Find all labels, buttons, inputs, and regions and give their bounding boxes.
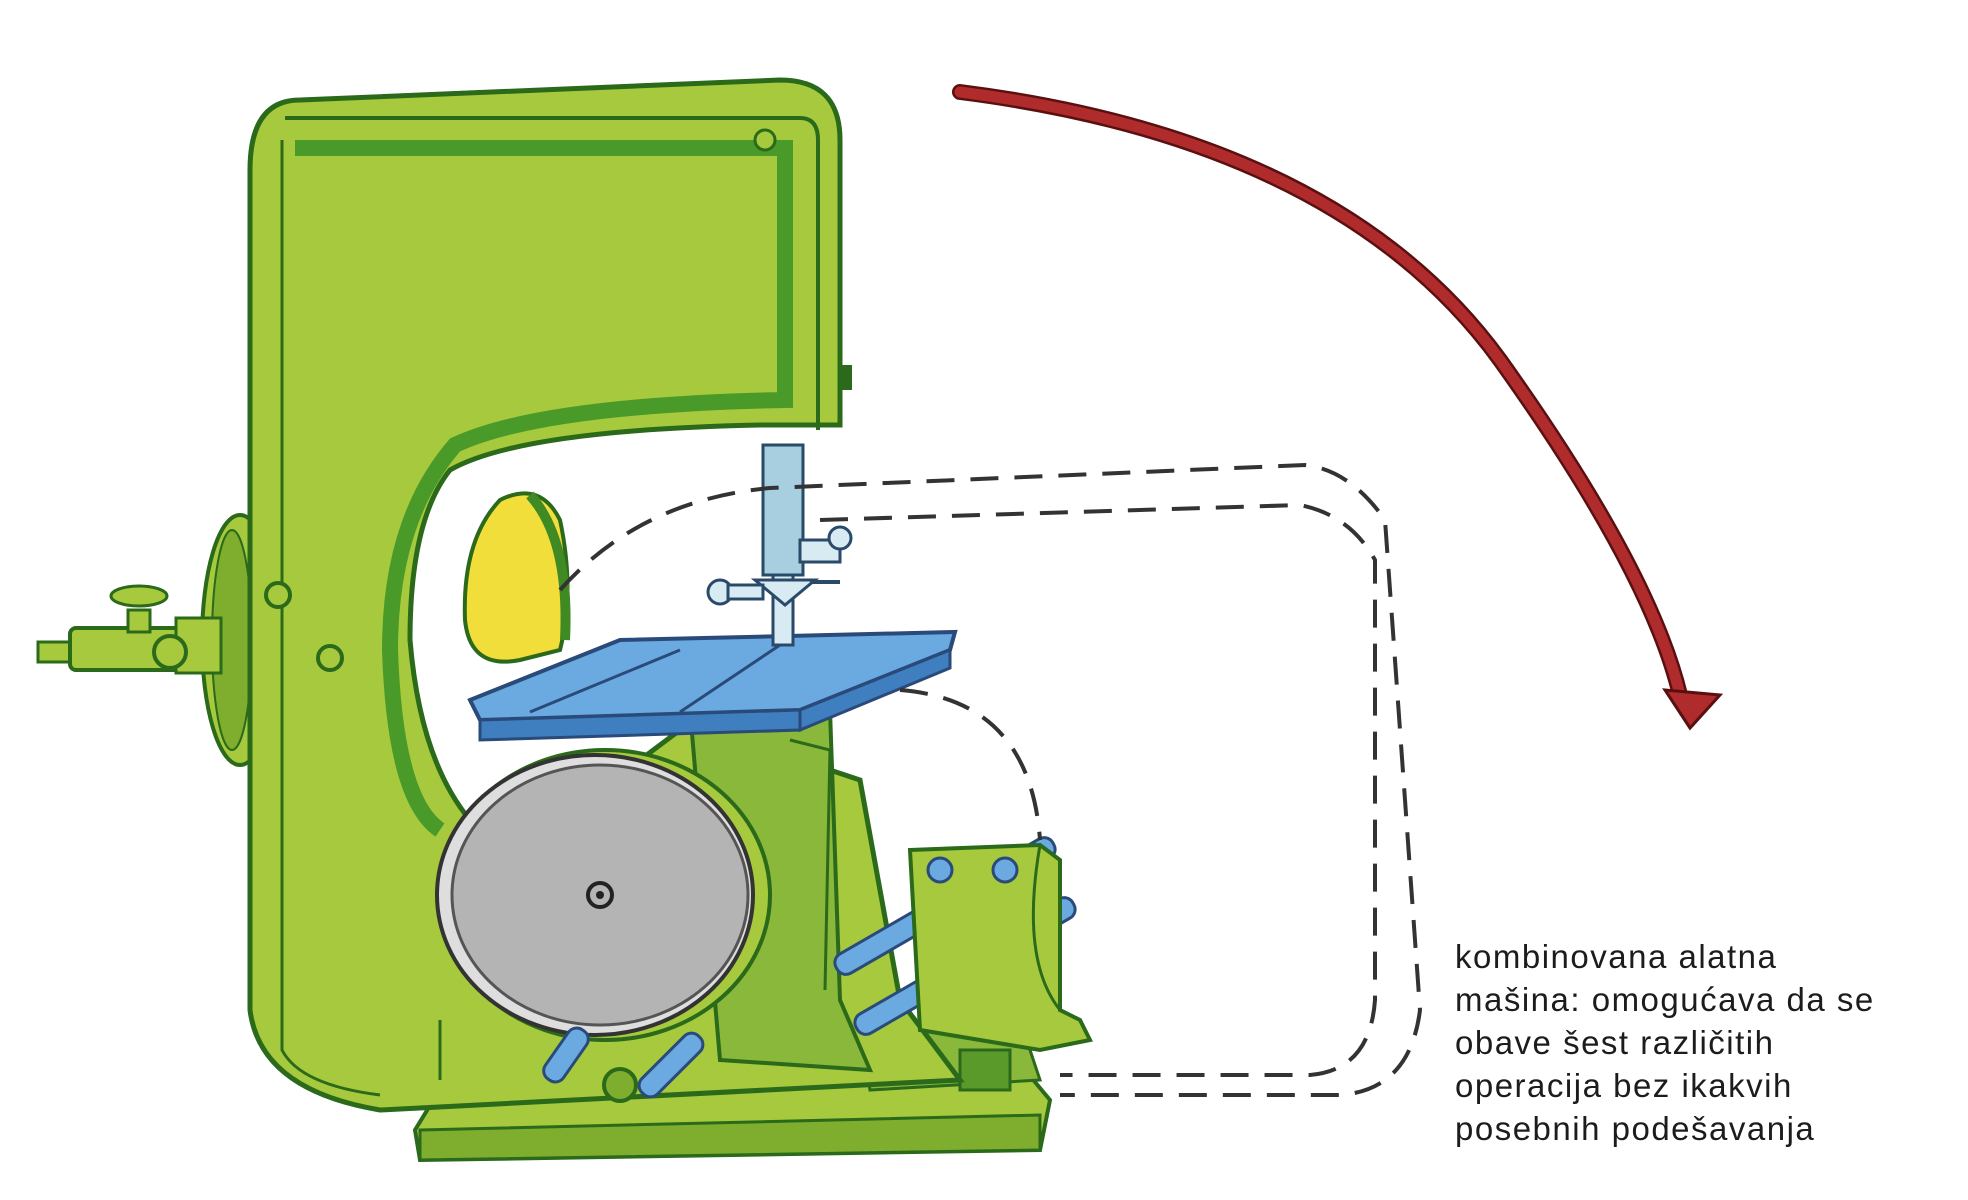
lower-handles [542,1026,705,1103]
lower-wheel [435,748,772,1042]
caption-line: kombinovana alatna [1455,938,1778,975]
pedal-assembly [833,836,1093,1053]
blade-guide [706,443,853,647]
caption: kombinovana alatna mašina: omogućava da … [1455,935,1935,1150]
caption-line: posebnih podešavanja [1455,1110,1816,1147]
saw-table [467,629,958,742]
dashed-attachment-outline [558,462,1423,1097]
caption-line: mašina: omogućava da se [1455,981,1875,1018]
curved-arrow-icon [952,84,1724,731]
caption-line: obave šest različitih [1455,1024,1775,1061]
caption-line: operacija bez ikakvih [1455,1067,1793,1104]
upper-wheel [462,491,571,664]
tension-rod [36,584,223,675]
